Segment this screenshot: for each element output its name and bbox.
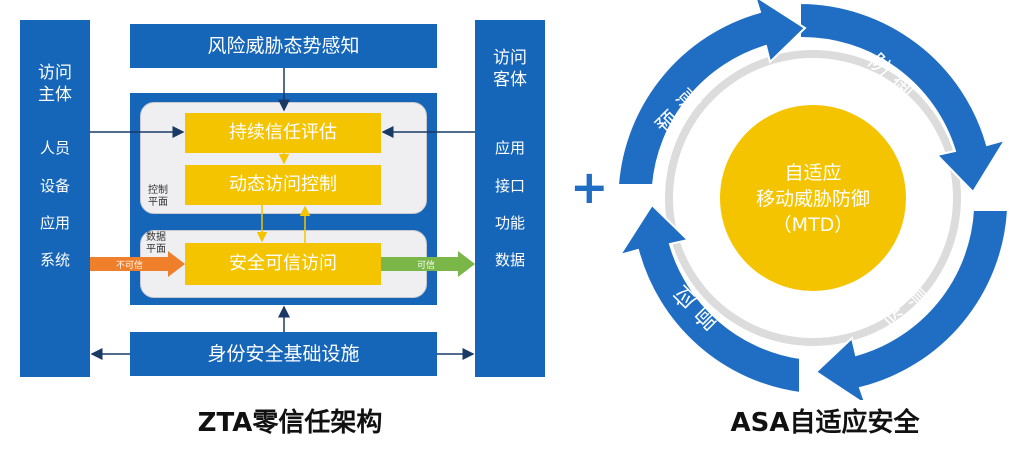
access-subject-title: 访问 主体	[38, 63, 72, 105]
access-subject-panel: 访问 主体 人员 设备 应用 系统	[20, 20, 90, 377]
zta-caption: ZTA零信任架构	[197, 408, 383, 438]
asa-center-text: 自适应 移动威胁防御 （MTD）	[733, 160, 893, 238]
data-plane-label: 数据 平面	[146, 232, 166, 255]
object-item-interface: 接口	[494, 177, 525, 195]
trusted-label: 可信	[417, 261, 436, 271]
asa-center-circle	[720, 105, 906, 291]
object-item-function: 功能	[494, 214, 525, 232]
object-item-data: 数据	[494, 251, 525, 269]
center-line-3: （MTD）	[772, 214, 854, 236]
dynamic-access-control-box: 动态访问控制	[185, 165, 381, 205]
untrusted-label: 不可信	[116, 261, 144, 271]
asa-cycle-diagram	[616, 0, 1010, 400]
identity-infrastructure-bar: 身份安全基础设施	[130, 332, 437, 376]
subject-item-app: 应用	[39, 214, 70, 232]
asa-caption: ASA自适应安全	[730, 408, 920, 438]
control-plane-label: 控制 平面	[148, 185, 168, 208]
arc-predict	[616, 0, 807, 186]
access-object-panel: 访问 客体 应用 接口 功能 数据	[475, 20, 545, 377]
object-item-app: 应用	[494, 139, 525, 157]
subject-item-system: 系统	[39, 251, 70, 269]
plus-sign: +	[570, 160, 609, 214]
arc-detect	[814, 209, 1010, 400]
subject-item-device: 设备	[39, 177, 70, 195]
continuous-trust-evaluation-box: 持续信任评估	[185, 113, 381, 153]
center-line-1: 自适应	[784, 162, 842, 184]
trusted-arrow	[381, 251, 475, 277]
secure-trusted-access-box: 安全可信访问	[185, 243, 381, 285]
arc-defend	[799, 1, 1008, 194]
arc-respond	[617, 203, 801, 395]
center-line-2: 移动威胁防御	[755, 188, 870, 210]
untrusted-arrow	[90, 251, 185, 277]
risk-threat-awareness-bar: 风险威胁态势感知	[130, 24, 437, 68]
access-object-title: 访问 客体	[493, 48, 527, 90]
subject-item-person: 人员	[39, 139, 70, 157]
